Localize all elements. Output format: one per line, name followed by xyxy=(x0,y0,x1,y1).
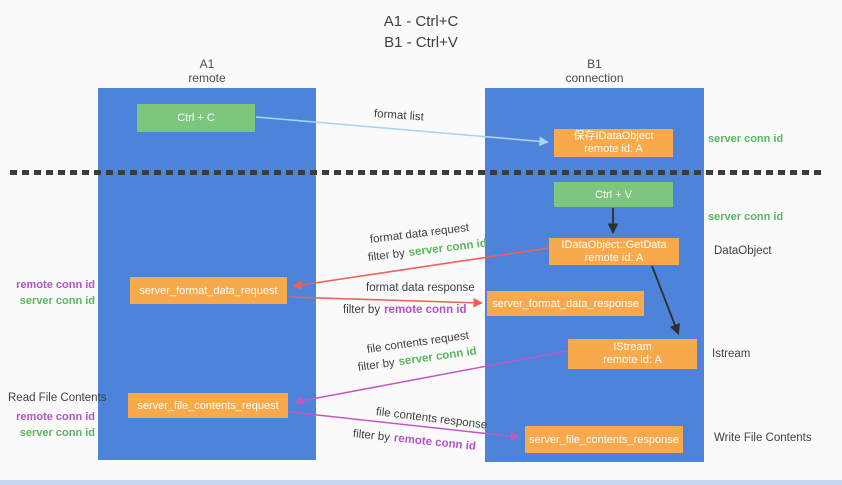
node-server-file-contents-response: server_file_contents_response xyxy=(525,426,683,453)
node-ctrl-c: Ctrl + C xyxy=(137,104,255,132)
node-istream: IStream remote id: A xyxy=(568,339,697,369)
istream-line1: IStream xyxy=(613,341,652,353)
lane-a1-subtitle: remote xyxy=(188,71,226,85)
lane-a1-name: A1 xyxy=(199,57,215,71)
remote-conn-id-label: remote conn id xyxy=(16,411,95,423)
lane-b1-name: B1 xyxy=(587,57,602,71)
ctrl-v-label: Ctrl + V xyxy=(595,188,632,201)
diagram-title: A1 - Ctrl+C B1 - Ctrl+V xyxy=(0,11,842,53)
istream-line2: remote id: A xyxy=(603,354,662,366)
arrow-format-data-response xyxy=(288,296,483,308)
filter-by-text: filter by xyxy=(343,304,381,316)
filter-by-text: filter by xyxy=(357,356,396,374)
label-format-data-response: format data response xyxy=(366,282,475,294)
save-idataobject-line1: 保存IDataObject xyxy=(573,130,654,142)
annotation-left-lower-conn-ids: remote conn id server conn id xyxy=(5,409,95,441)
server-conn-id-label: server conn id xyxy=(19,427,95,439)
label-format-list: format list xyxy=(373,108,425,124)
title-line-1: A1 - Ctrl+C xyxy=(383,13,459,30)
lane-a1-header: A1 remote xyxy=(98,57,316,85)
annotation-server-conn-id-mid: server conn id xyxy=(708,211,784,223)
node-server-file-contents-request: server_file_contents_request xyxy=(128,393,288,418)
save-idataobject-line2: remote id: A xyxy=(584,143,643,155)
label-file-contents-response: file contents response xyxy=(375,406,488,432)
filter-by-text: filter by xyxy=(352,428,391,444)
server-file-contents-response-label: server_file_contents_response xyxy=(529,433,679,446)
lane-b1-subtitle: connection xyxy=(565,71,624,85)
filter-by-text: filter by xyxy=(367,247,406,264)
remote-conn-id-text: remote conn id xyxy=(393,432,477,453)
annotation-server-conn-id-top: server conn id xyxy=(708,133,784,145)
annotation-left-upper-conn-ids: remote conn id server conn id xyxy=(5,277,95,309)
annotation-read-file-contents: Read File Contents xyxy=(8,392,107,404)
node-server-format-data-request: server_format_data_request xyxy=(130,277,287,304)
idataobject-getdata-line1: IDataObject::GetData xyxy=(561,238,667,251)
title-line-2: B1 - Ctrl+V xyxy=(384,34,458,51)
annotation-istream: Istream xyxy=(712,348,751,360)
idataobject-getdata-line2: remote id: A xyxy=(584,251,644,264)
ctrl-c-label: Ctrl + C xyxy=(177,112,215,124)
annotation-dataobject: DataObject xyxy=(714,245,772,257)
node-idataobject-getdata: IDataObject::GetData remote id: A xyxy=(549,238,679,265)
dashed-separator-line xyxy=(10,170,825,175)
server-conn-id-text: server conn id xyxy=(408,237,488,259)
node-server-format-data-response: server_format_data_response xyxy=(487,291,644,316)
node-ctrl-v: Ctrl + V xyxy=(554,182,673,207)
server-conn-id-label: server conn id xyxy=(19,295,95,307)
server-format-data-request-label: server_format_data_request xyxy=(139,284,278,297)
lane-b1-header: B1 connection xyxy=(485,57,704,85)
annotation-write-file-contents: Write File Contents xyxy=(714,432,812,444)
remote-conn-id-label: remote conn id xyxy=(16,279,95,291)
remote-conn-id-text: remote conn id xyxy=(384,304,467,316)
server-file-contents-request-label: server_file_contents_request xyxy=(137,399,279,412)
server-format-data-response-label: server_format_data_response xyxy=(492,297,639,310)
bottom-window-edge xyxy=(0,480,842,485)
node-save-idataobject: 保存IDataObject remote id: A xyxy=(554,129,673,157)
